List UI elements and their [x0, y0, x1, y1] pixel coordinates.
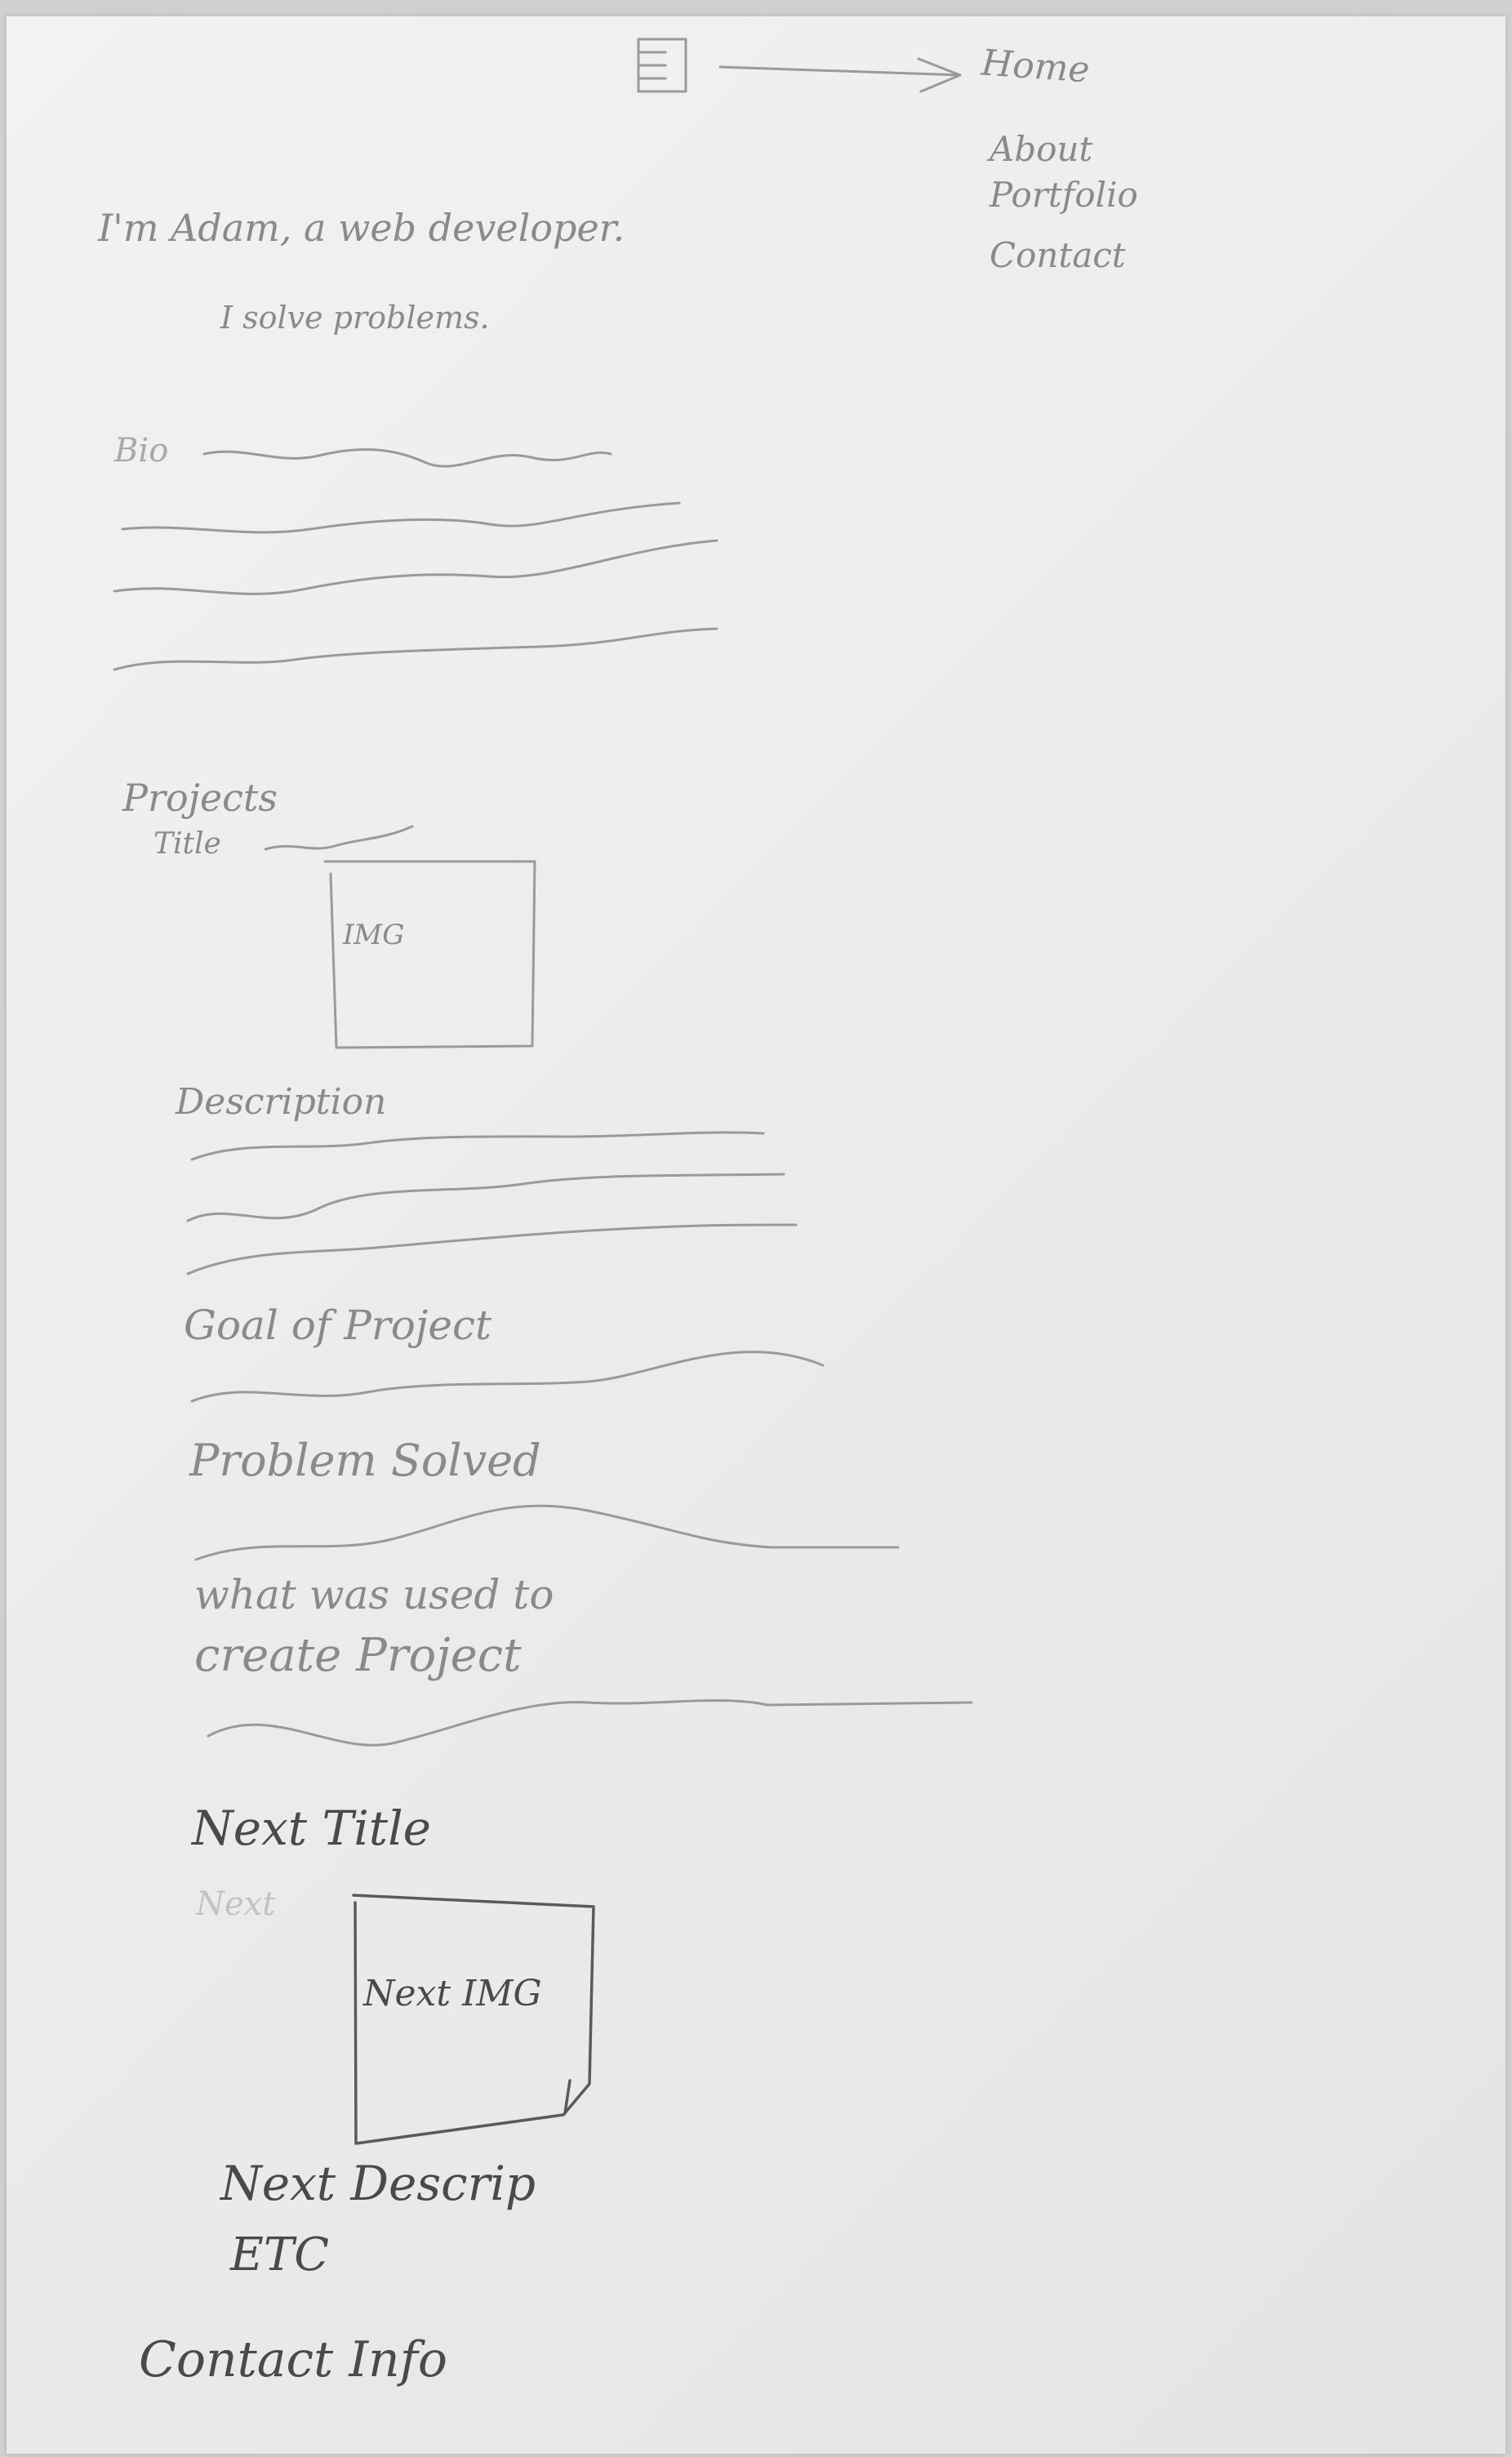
bio-label: Bio — [114, 432, 169, 470]
arrow-right-icon — [718, 57, 962, 93]
title-text-line — [264, 825, 414, 851]
next-project-description-label: Next Descrip — [220, 2156, 536, 2211]
projects-heading: Projects — [122, 776, 278, 820]
project-description-label: Description — [176, 1081, 387, 1123]
project-problem-label: Problem Solved — [189, 1435, 541, 1486]
nav-item-portfolio[interactable]: Portfolio — [989, 175, 1138, 215]
project-tools-label-line1: what was used to — [194, 1571, 554, 1618]
nav-item-contact[interactable]: Contact — [989, 235, 1126, 275]
description-text-line — [190, 1131, 765, 1161]
hamburger-menu-icon[interactable] — [637, 38, 687, 93]
next-image-placeholder — [352, 1894, 595, 2145]
description-text-line — [186, 1223, 798, 1275]
bio-text-line — [202, 447, 612, 468]
tools-text-line — [207, 1699, 973, 1747]
nav-item-about[interactable]: About — [989, 129, 1093, 169]
description-text-line — [186, 1173, 785, 1222]
image-placeholder — [323, 860, 536, 1049]
problem-text-line — [194, 1504, 900, 1561]
footer-contact-label: Contact Info — [139, 2331, 448, 2388]
project-title-label: Title — [153, 827, 221, 861]
hero-tagline: I solve problems. — [220, 300, 490, 336]
project-tools-label-line2: create Project — [194, 1629, 522, 1682]
next-project-etc-label: ETC — [230, 2228, 330, 2281]
bio-text-line — [113, 539, 718, 595]
project-image-label: IMG — [343, 919, 405, 951]
hero-heading: I'm Adam, a web developer. — [98, 206, 625, 250]
nav-item-home[interactable]: Home — [980, 42, 1092, 91]
next-project-image-label: Next IMG — [363, 1973, 542, 2014]
goal-text-line — [190, 1351, 825, 1403]
bio-text-line — [113, 627, 718, 671]
next-faint-label: Next — [196, 1885, 276, 1923]
project-goal-label: Goal of Project — [184, 1302, 492, 1349]
next-project-title-label: Next Title — [192, 1800, 431, 1856]
bio-text-line — [121, 501, 681, 534]
paper-sheet — [7, 16, 1505, 2454]
